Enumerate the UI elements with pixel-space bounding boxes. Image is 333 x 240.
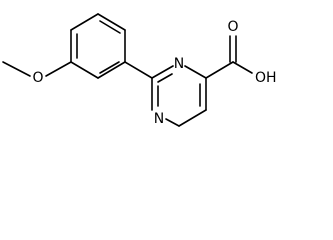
structure-canvas: O N N O OH	[2, 13, 277, 127]
bond-c2-n3	[151, 65, 174, 79]
bond-phenyl-double-2	[99, 20, 121, 34]
hydroxyl-label: OH	[255, 70, 277, 86]
bond-methyl-o	[2, 61, 31, 77]
bond-phenyl-pyrimidine	[124, 61, 153, 79]
bond-phenyl-2	[70, 13, 99, 31]
carbonyl-oxygen-label: O	[227, 19, 238, 35]
molecule-drawing: O N N O OH	[2, 13, 277, 127]
bond-c2-n3-double	[157, 73, 173, 83]
bond-n3-c4	[184, 65, 207, 79]
methoxy-oxygen-label: O	[32, 70, 43, 86]
ring-nitrogen-bottom-label: N	[154, 111, 164, 127]
bond-carboxyl-oh	[232, 61, 253, 74]
bond-phenyl-3	[97, 13, 126, 31]
ring-nitrogen-top-label: N	[174, 56, 184, 72]
bond-c4-carboxyl	[205, 61, 234, 79]
bond-phenyl-5	[97, 61, 126, 79]
bond-phenyl-double-3	[99, 61, 120, 74]
bond-phenyl-6	[70, 61, 99, 79]
bond-c5-c6	[178, 109, 207, 127]
bond-o-phenyl	[45, 61, 72, 77]
bond-c6-n1	[165, 118, 180, 127]
